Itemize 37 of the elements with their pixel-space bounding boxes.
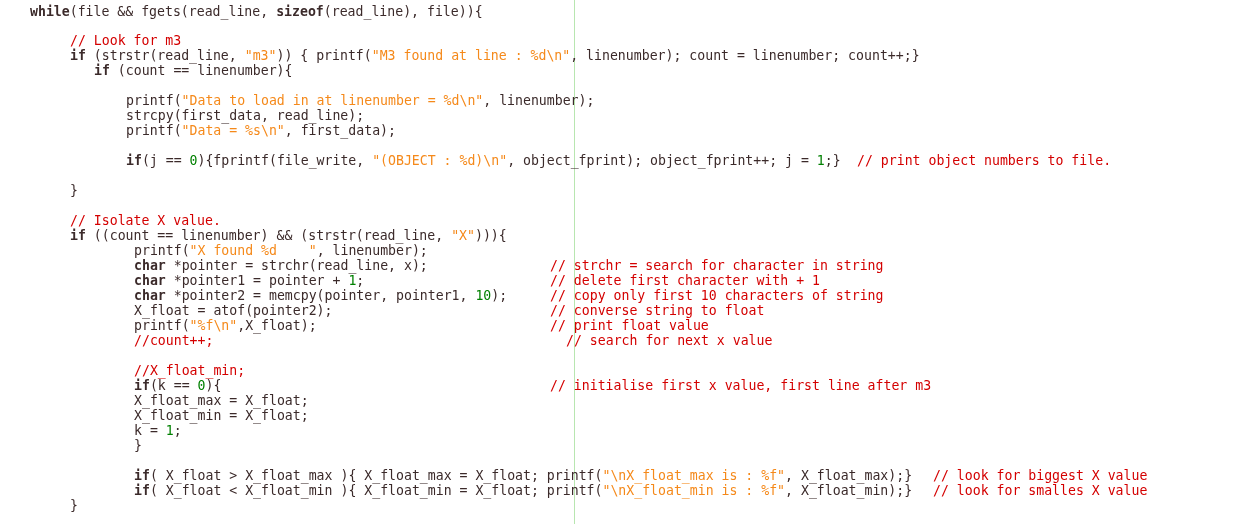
code-line: // print object numbers to file.	[857, 153, 1112, 168]
code-line: // strchr = search for character in string	[550, 258, 884, 273]
code-line: while(file && fgets(read_line, sizeof(read_line), file)){	[30, 4, 483, 19]
code-line: X_float_min = X_float;	[134, 408, 309, 423]
code-line: char *pointer1 = pointer + 1;	[134, 273, 365, 288]
code-line: //X_float_min;	[134, 363, 246, 378]
code-line: if (strstr(read_line, "m3")) { printf("M3 found at line : %d\n", linenumber); count = linenumber; count++;}	[70, 48, 920, 63]
code-line: // Isolate X value.	[70, 213, 221, 228]
code-line: if (count == linenumber){	[94, 63, 293, 78]
code-line: // Look for m3	[70, 33, 182, 48]
code-line: //count++;	[134, 333, 214, 348]
code-line: k = 1;	[134, 423, 182, 438]
code-line: X_float = atof(pointer2);	[134, 303, 333, 318]
code-line: // look for smalles X value	[933, 483, 1148, 498]
code-line: // print float value	[550, 318, 709, 333]
code-line: }	[70, 183, 78, 198]
code-line: if ((count == linenumber) && (strstr(read_line, "X"))){	[70, 228, 507, 243]
code-line: // look for biggest X value	[933, 468, 1148, 483]
code-line: if( X_float > X_float_max ){ X_float_max = X_float; printf("\nX_float_max is : %f", X_float_max);}	[134, 468, 913, 483]
code-line: if( X_float < X_float_min ){ X_float_min = X_float; printf("\nX_float_min is : %f", X_float_min);}	[134, 483, 913, 498]
code-line: printf("Data to load in at linenumber = %d\n", linenumber);	[126, 93, 595, 108]
code-line: // copy only first 10 characters of string	[550, 288, 884, 303]
code-line: char *pointer2 = memcpy(pointer, pointer1, 10);	[134, 288, 508, 303]
code-line: printf("X found %d ", linenumber);	[134, 243, 428, 258]
code-line: // delete first character with + 1	[550, 273, 820, 288]
code-line: X_float_max = X_float;	[134, 393, 309, 408]
code-line: printf("%f\n",X_float);	[134, 318, 317, 333]
code-line: // converse string to float	[550, 303, 765, 318]
code-line: strcpy(first_data, read_line);	[126, 108, 365, 123]
code-line: // initialise first x value, first line after m3	[550, 378, 932, 393]
code-line: if(j == 0){fprintf(file_write, "(OBJECT : %d)\n", object_fprint); object_fprint++; j = 1;}	[126, 153, 841, 168]
code-line: if(k == 0){	[134, 378, 222, 393]
code-line: }	[70, 498, 78, 513]
code-line: }	[134, 438, 142, 453]
code-line: // search for next x value	[566, 333, 773, 348]
code-line: char *pointer = strchr(read_line, x);	[134, 258, 428, 273]
code-line: printf("Data = %s\n", first_data);	[126, 123, 396, 138]
